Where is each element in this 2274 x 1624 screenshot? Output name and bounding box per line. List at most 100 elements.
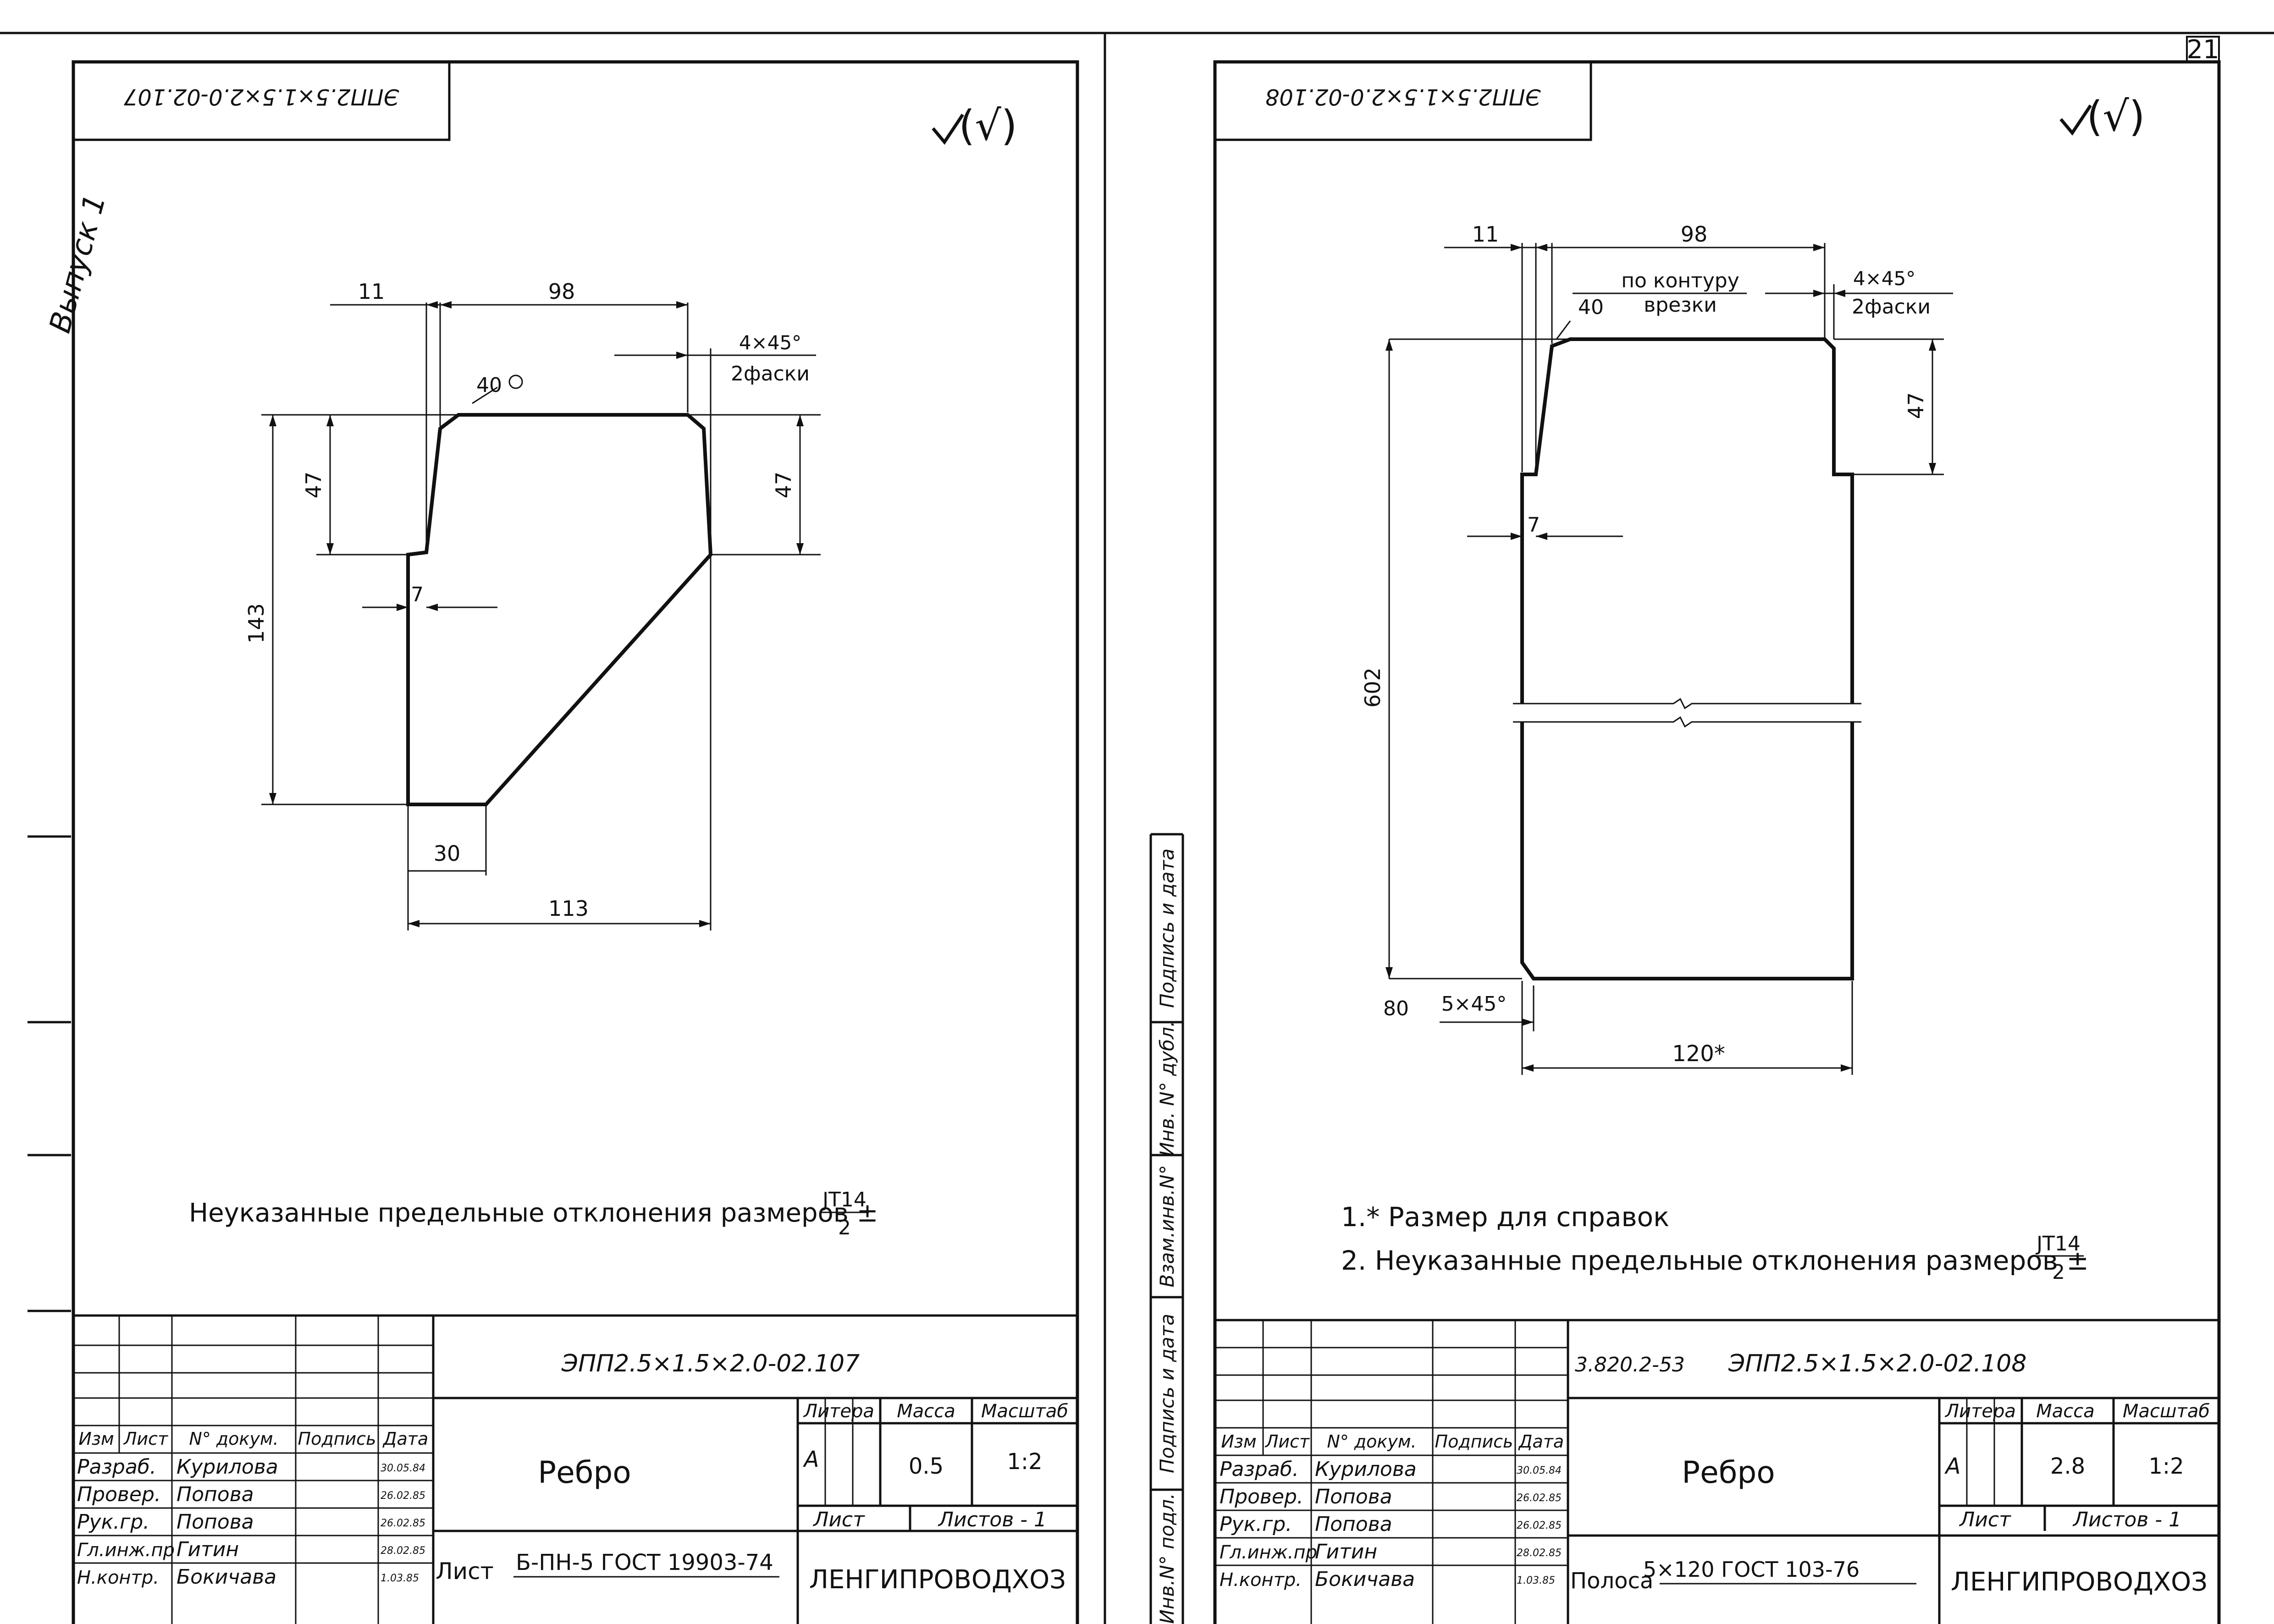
right-mass-label: Масса [2036, 1401, 2095, 1422]
right-note-fraction-top: JT14 [2035, 1232, 2081, 1255]
left-radius-40: 40 [476, 374, 502, 397]
right-dim-80: 80 [1383, 997, 1409, 1020]
left-sheet-label: Лист [812, 1508, 865, 1531]
left-dim-47-left: 47 [301, 472, 326, 499]
right-dim-47: 47 [1904, 392, 1928, 419]
left-material-prefix: Лист [436, 1558, 494, 1585]
left-dim-143: 143 [244, 603, 269, 644]
stamp-inv-dubl: Инв. N° дубл. [1156, 1021, 1178, 1156]
right-part-name: Ребро [1682, 1455, 1775, 1490]
right-note-1: 1.* Размер для справок [1341, 1201, 1669, 1233]
left-title-header-date: Дата [382, 1429, 428, 1449]
left-note-fraction-top: JT14 [821, 1188, 867, 1211]
right-dim-98: 98 [1681, 222, 1708, 247]
left-roughness-mark: (√) [932, 102, 1017, 150]
left-date-5: 1.03.85 [381, 1573, 419, 1584]
right-title-header-list: Лист [1264, 1431, 1310, 1452]
right-title-header-date: Дата [1518, 1431, 1564, 1452]
left-chamfer-note: 2фаски [731, 362, 810, 385]
right-top-code: ЭПП2.5×1.5×2.0-02.108 [1265, 84, 1541, 110]
right-dim-arrows [1385, 244, 1936, 1072]
left-note-fraction-bottom: 2 [838, 1216, 851, 1239]
issue-label: Выпуск 1 [43, 191, 112, 336]
right-name-2: Попова [1315, 1485, 1392, 1508]
right-break-lines [1513, 698, 1861, 728]
left-sheet-border [72, 60, 1079, 1624]
left-dim-arrows [269, 301, 804, 927]
left-title-header-list: Лист [123, 1429, 169, 1449]
right-note-fraction-bottom: 2 [2052, 1261, 2065, 1284]
left-role-5: Н.контр. [77, 1567, 159, 1588]
left-top-code: ЭПП2.5×1.5×2.0-02.107 [123, 84, 399, 110]
right-scale-label: Масштаб [2123, 1401, 2210, 1422]
right-radius-40: 40 [1578, 296, 1604, 319]
left-margin-marks [28, 835, 71, 1312]
left-general-note: Неуказанные предельные отклонения размер… [189, 1188, 878, 1239]
left-radius-symbol [508, 374, 523, 389]
stamp-vzam-inv: Взам.инв.N° [1156, 1165, 1178, 1287]
left-role-4: Гл.инж.пр [77, 1540, 175, 1561]
left-name-3: Попова [177, 1510, 254, 1534]
right-chamfer-note: 2фаски [1852, 295, 1931, 319]
right-title-doc-code: ЭПП2.5×1.5×2.0-02.108 [1728, 1350, 2026, 1377]
left-litera-label: Литера [803, 1401, 874, 1422]
left-date-4: 28.02.85 [381, 1545, 425, 1557]
left-dim-113: 113 [548, 896, 589, 921]
left-role-3: Рук.гр. [77, 1510, 149, 1534]
left-dimension-lines [261, 303, 821, 930]
right-date-1: 30.05.84 [1517, 1465, 1562, 1476]
left-name-4: Гитин [177, 1538, 239, 1561]
right-scale-value: 1:2 [2148, 1453, 2184, 1479]
right-name-4: Гитин [1315, 1540, 1377, 1563]
right-name-1: Курилова [1315, 1458, 1417, 1481]
right-dimension-lines [1388, 243, 1953, 1075]
left-title-doc-code: ЭПП2.5×1.5×2.0-02.107 [561, 1350, 860, 1377]
right-date-4: 28.02.85 [1517, 1547, 1562, 1559]
right-dim-7: 7 [1527, 513, 1540, 537]
left-part-name: Ребро [538, 1455, 631, 1490]
left-name-2: Попова [177, 1483, 254, 1506]
left-scale-value: 1:2 [1007, 1449, 1042, 1475]
vertical-stamp-strip: Подпись и дата Взам.инв.N° Инв. N° дубл.… [1149, 833, 1184, 1624]
right-general-notes: 1.* Размер для справок 2. Неуказанные пр… [1341, 1201, 2089, 1284]
right-material-prefix: Полоса [1570, 1568, 1653, 1594]
right-title-block: 3.820.2-53 ЭПП2.5×1.5×2.0-02.108 Изм Лис… [1215, 1319, 2219, 1624]
right-title-header-doc: N° докум. [1327, 1431, 1416, 1452]
left-name-5: Бокичава [177, 1565, 276, 1589]
stamp-inv-podl: Инв.N° подл. [1156, 1493, 1178, 1624]
right-contour-note-1: по контуру [1621, 269, 1739, 292]
right-dim-602: 602 [1360, 667, 1385, 708]
left-dim-30: 30 [434, 841, 461, 866]
right-name-5: Бокичава [1315, 1568, 1415, 1591]
left-code-box [72, 61, 451, 141]
right-chamfer-bottom: 5×45° [1441, 992, 1507, 1016]
left-role-2: Провер. [77, 1483, 161, 1506]
left-sheets-label: Листов - 1 [938, 1508, 1047, 1531]
right-chamfer: 4×45° [1853, 267, 1915, 290]
left-mass-label: Масса [897, 1401, 955, 1422]
right-roughness-mark-text: (√) [2086, 93, 2145, 141]
right-role-5: Н.контр. [1220, 1569, 1302, 1591]
right-code-box [1214, 61, 1592, 141]
right-dim-120: 120* [1672, 1041, 1725, 1067]
left-name-1: Курилова [177, 1455, 278, 1479]
right-part-outline-upper [1520, 337, 1854, 704]
right-date-5: 1.03.85 [1517, 1575, 1555, 1586]
page-frame [0, 32, 2274, 1624]
right-role-2: Провер. [1220, 1485, 1303, 1508]
right-sheet: ЭПП2.5×1.5×2.0-02.108 (√) [1213, 60, 2221, 1624]
right-mass-value: 2.8 [2050, 1453, 2085, 1479]
left-date-2: 26.02.85 [381, 1490, 425, 1502]
left-mass-value: 0.5 [909, 1453, 944, 1479]
right-litera-value: А [1944, 1453, 1961, 1479]
left-material: Б-ПН-5 ГОСТ 19903-74 [516, 1550, 773, 1575]
right-roughness-mark: (√) [2059, 93, 2145, 141]
right-date-2: 26.02.85 [1517, 1492, 1562, 1504]
right-dim-11: 11 [1472, 222, 1499, 247]
right-title-header-sign: Подпись [1435, 1431, 1513, 1452]
left-title-header-izm: Изм [78, 1429, 114, 1449]
page-number: 21 [2186, 35, 2219, 65]
left-chamfer: 4×45° [739, 331, 801, 354]
left-date-3: 26.02.85 [381, 1518, 425, 1529]
